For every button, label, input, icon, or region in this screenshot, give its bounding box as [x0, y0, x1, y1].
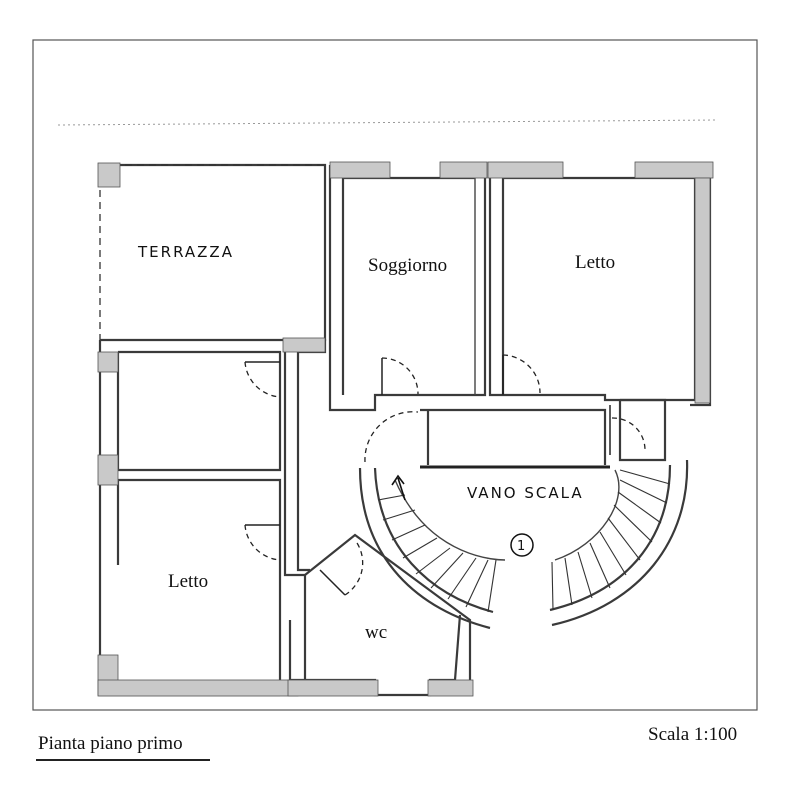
left-rooms: [97, 340, 299, 697]
terrazza-area: [97, 162, 327, 342]
label-letto-top: Letto: [575, 252, 615, 273]
soggiorno-room: [328, 161, 488, 412]
stair-number-circle: [510, 533, 534, 557]
letto-top-room: [487, 161, 714, 407]
label-vano-scala: VANO SCALA: [467, 484, 584, 502]
scale-label: Scala 1:100: [648, 724, 738, 745]
top-dotted-line: [57, 119, 719, 126]
sheet-border: [32, 39, 758, 711]
plan-title: Pianta piano primo: [38, 733, 183, 754]
label-letto-bottom: Letto: [168, 571, 208, 592]
label-soggiorno: Soggiorno: [368, 255, 447, 276]
vano-scala: [358, 398, 689, 630]
label-stair-number: 1: [517, 539, 525, 554]
stair-steps-right: [551, 469, 671, 611]
label-terrazza: TERRAZZA: [137, 243, 234, 261]
corridor: [282, 337, 327, 695]
wc-room: [287, 533, 474, 697]
plan-title-underline: [36, 759, 210, 761]
stair-arrow: [391, 474, 406, 501]
label-wc: wc: [365, 622, 387, 643]
stair-steps-left: [377, 494, 497, 613]
